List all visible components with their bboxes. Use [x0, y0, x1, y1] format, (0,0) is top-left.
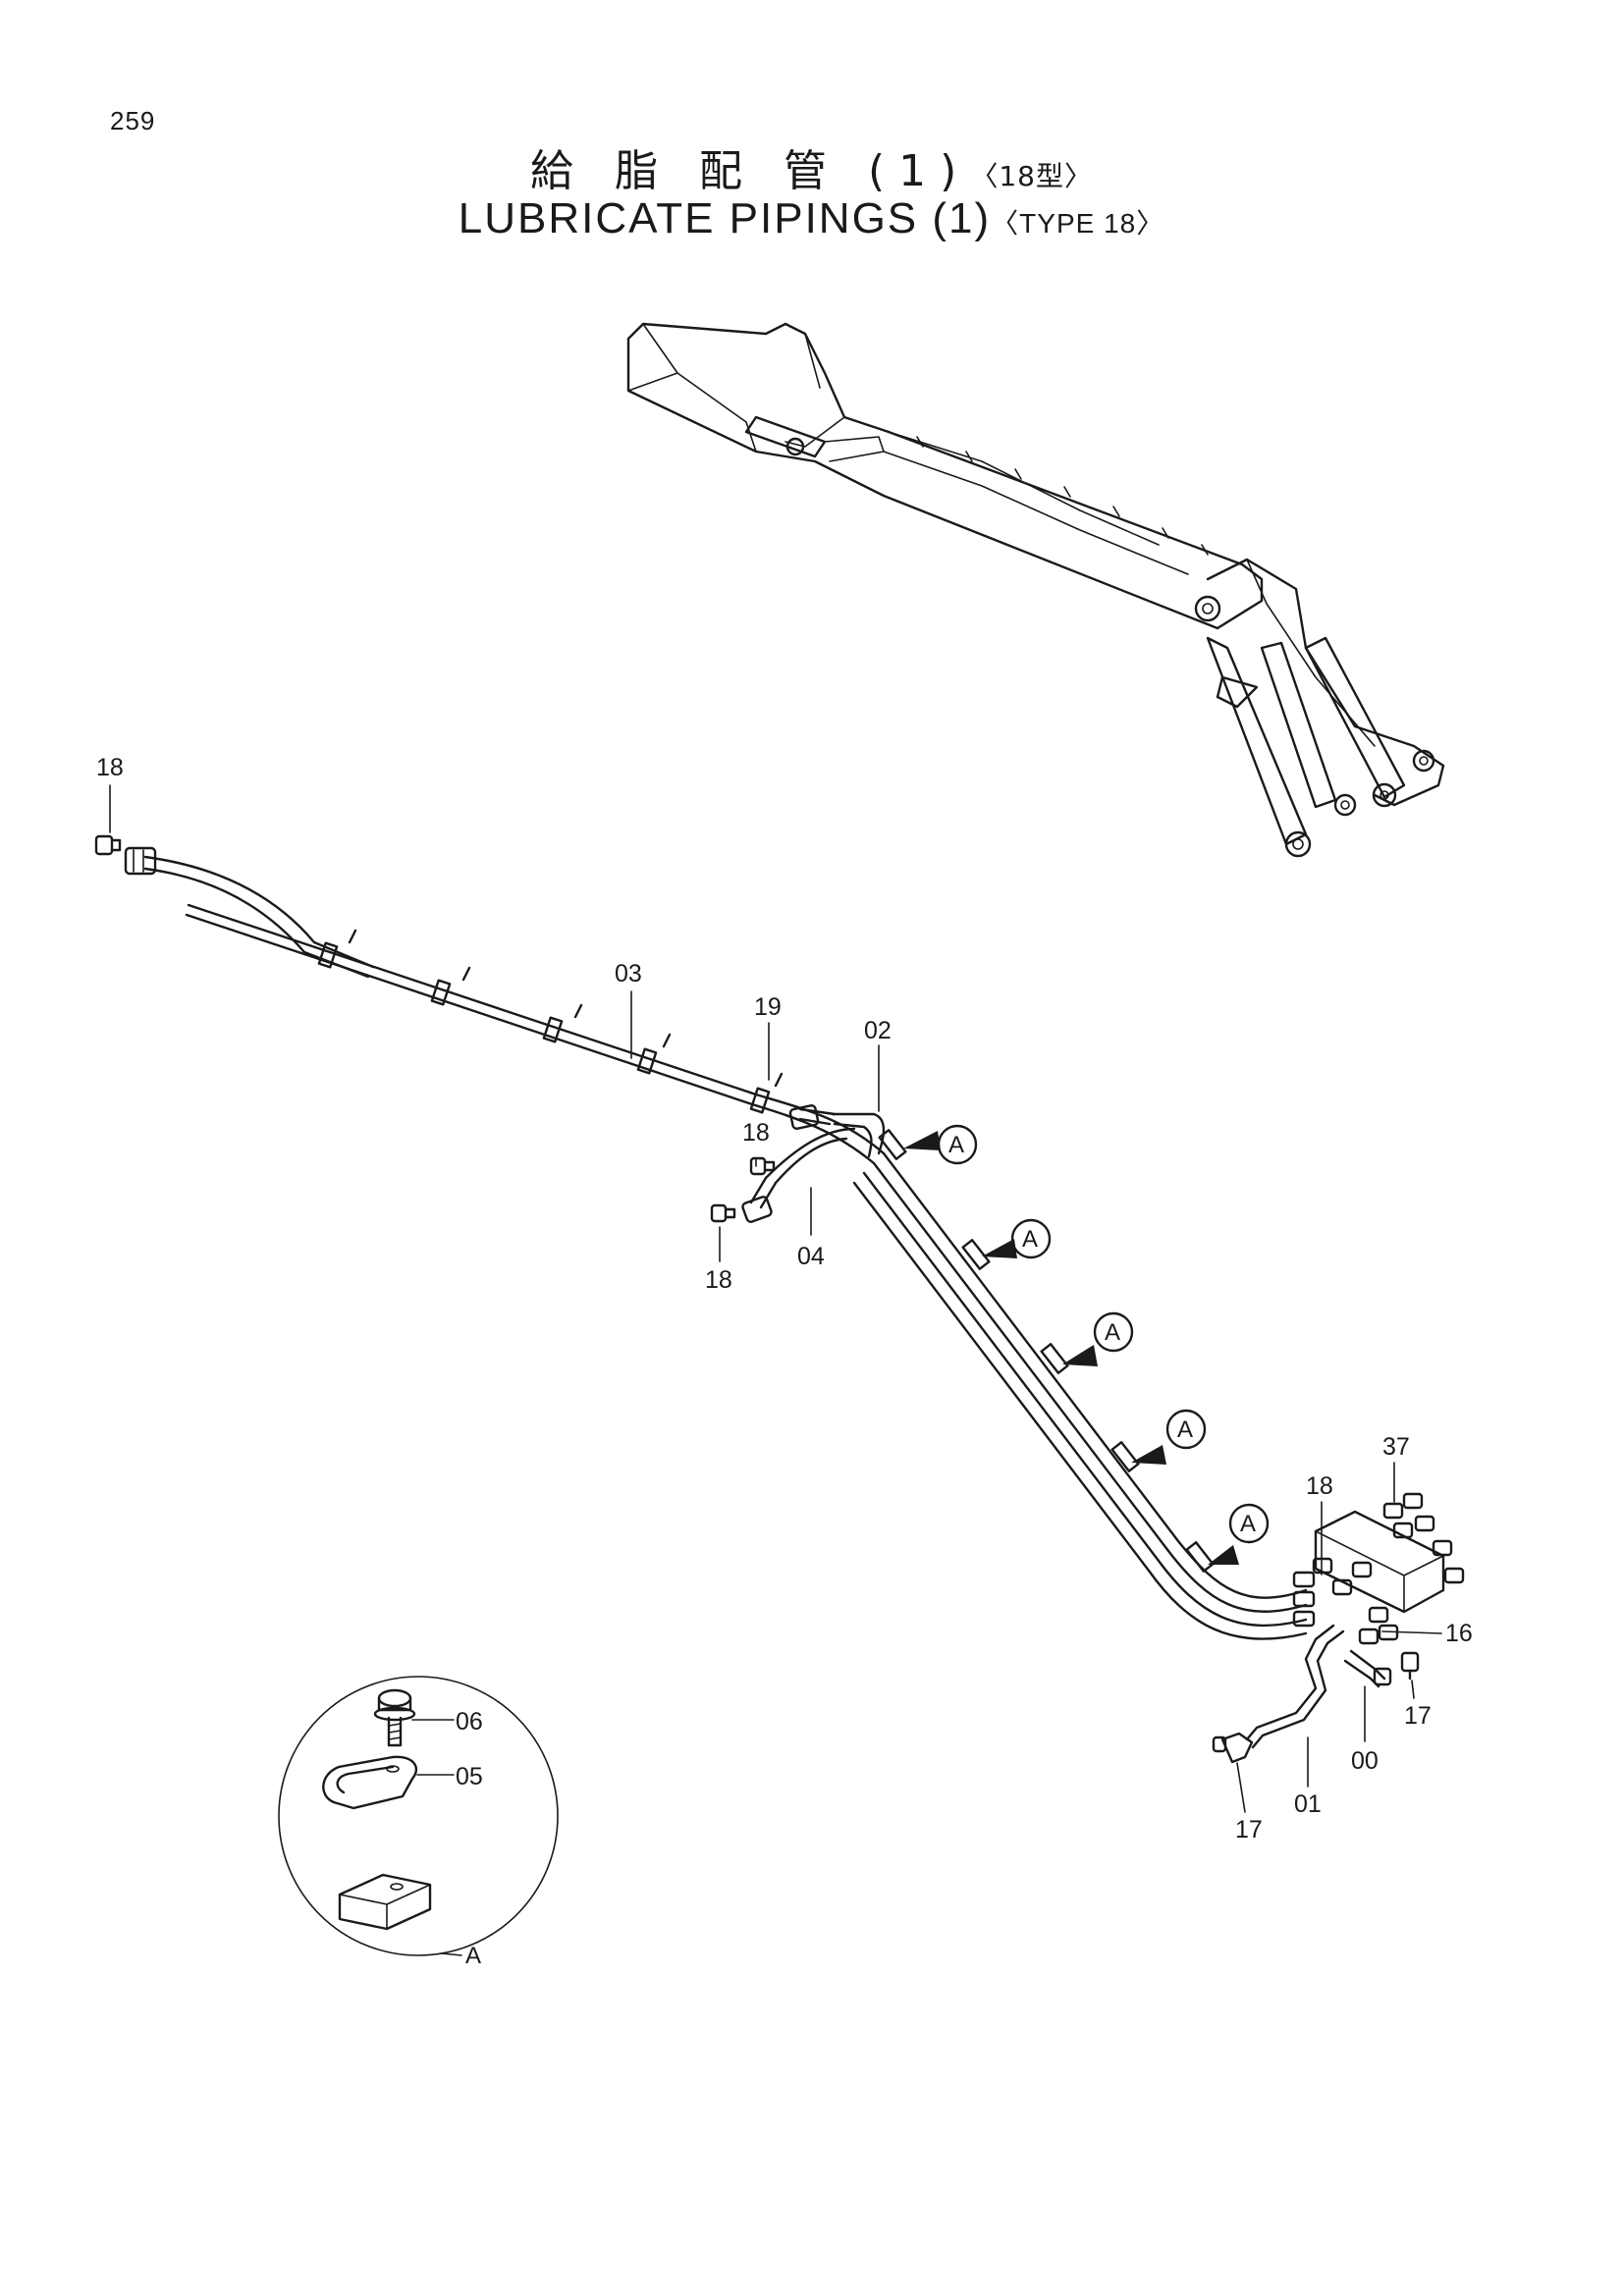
callout-a-3-label: A: [1105, 1319, 1120, 1346]
label-00: 00: [1351, 1747, 1379, 1775]
label-05: 05: [456, 1763, 483, 1790]
part-number-labels: 18 03 19 02 18 04 18 18 37 16 17 00 01 1…: [96, 754, 1473, 1843]
label-17-right: 17: [1404, 1702, 1432, 1730]
lubricate-pipe-run: [143, 855, 1308, 1640]
leader-lines: [109, 784, 1442, 1813]
fittings: [94, 834, 1465, 1764]
detail-a-callouts: A A A A A: [903, 1124, 1270, 1565]
callout-a-5-label: A: [1240, 1511, 1256, 1537]
callout-a-3: A: [1062, 1311, 1134, 1366]
label-18-lower: 18: [705, 1266, 732, 1294]
label-01: 01: [1294, 1790, 1322, 1818]
block-spacer: [338, 1873, 432, 1931]
title-ja-main: 給 脂 配 管: [530, 146, 840, 196]
boom-pipe-clips: [916, 436, 1209, 556]
title-en-main: LUBRICATE PIPINGS: [458, 194, 919, 242]
title-ja-qualifier: (1): [868, 146, 971, 196]
title-en-suffix: 〈TYPE 18〉: [991, 208, 1165, 239]
lube-distributor-block: [1292, 1492, 1465, 1645]
fitting-17-lower: [1212, 1732, 1254, 1764]
page-title-japanese: 給 脂 配 管 (1)〈18型〉: [0, 135, 1623, 198]
label-02: 02: [864, 1017, 892, 1044]
label-17-bottom: 17: [1235, 1816, 1263, 1843]
label-03: 03: [615, 960, 642, 988]
label-19: 19: [754, 993, 782, 1021]
label-16: 16: [1445, 1620, 1473, 1647]
clip-05: [322, 1755, 455, 1810]
detail-a-circle: A: [278, 1676, 559, 1969]
fitting-18-upper: [749, 1104, 820, 1176]
callout-a-4-label: A: [1177, 1416, 1193, 1443]
callout-a-2: A: [982, 1218, 1052, 1259]
title-ja-suffix: 〈18型〉: [970, 160, 1093, 192]
callout-a-2-label: A: [1022, 1226, 1038, 1253]
label-04: 04: [797, 1243, 825, 1270]
title-en-qualifier: (1): [932, 194, 992, 242]
page-title-english: LUBRICATE PIPINGS (1)〈TYPE 18〉: [0, 194, 1623, 243]
callout-a-4: A: [1131, 1409, 1207, 1465]
pipe-clamps: [317, 929, 1215, 1573]
label-18-top-left: 18: [96, 754, 124, 781]
page-number: 259: [110, 106, 156, 135]
detail-a-label: A: [465, 1943, 481, 1969]
label-18-upper: 18: [742, 1119, 770, 1147]
fitting-18-lower: [710, 1196, 773, 1223]
boom-arm-assembly: [626, 322, 1445, 858]
bolt-06: [373, 1688, 455, 1747]
fitting-18-top-left: [94, 834, 157, 876]
callout-a-5: A: [1208, 1503, 1270, 1565]
label-37: 37: [1382, 1433, 1410, 1461]
callout-a-1-label: A: [948, 1132, 964, 1158]
label-06: 06: [456, 1708, 483, 1735]
callout-a-1: A: [903, 1124, 978, 1165]
label-18-distributor: 18: [1306, 1472, 1333, 1500]
